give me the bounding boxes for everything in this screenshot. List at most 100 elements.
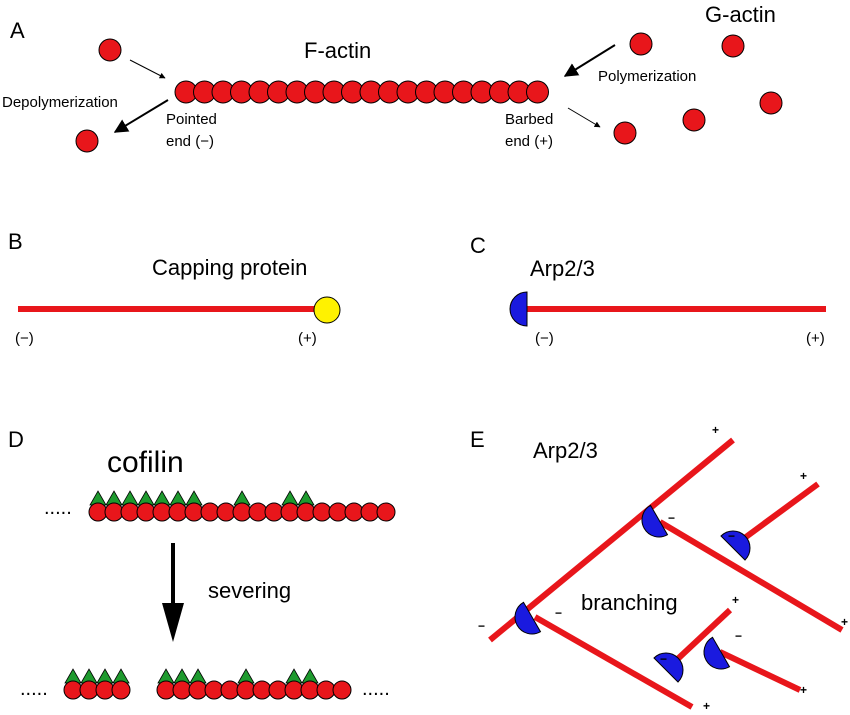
actin-subunit [200,502,220,522]
actin-subunit [168,502,188,522]
severing-label: severing [208,578,291,603]
actin-subunit [111,680,131,700]
panel-e: E Arp2/3 branching + − − − + − + + − − +… [470,423,848,713]
arp23-complex [514,601,542,635]
capping-protein [313,296,341,324]
minus-end-sign: − [478,619,485,633]
panel-e-letter: E [470,427,485,452]
actin-subunit [284,680,304,700]
actin-subunit [264,502,284,522]
plus-end-sign: + [800,469,807,483]
actin-subunit [268,680,288,700]
actin-subunit [152,502,172,522]
g-actin-monomer [613,121,637,145]
mother-filament [488,437,735,643]
actin-subunit [156,680,176,700]
panel-c: C Arp2/3 (−) (+) [470,233,826,347]
minus-end-sign: − [735,629,742,643]
actin-subunit [316,680,336,700]
severed-filament-left [63,668,131,700]
minus-end-sign: − [660,652,667,666]
actin-subunit [300,680,320,700]
plus-end-sign: + [732,593,739,607]
branching-label: branching [581,590,678,615]
severed-filament-right [156,668,352,700]
actin-subunit [236,680,256,700]
pointed-end-label: Pointed [166,111,217,128]
barbed-end-sign: end (+) [505,133,553,150]
minus-end-label: (−) [535,330,554,347]
actin-subunit [63,680,83,700]
actin-subunit [95,680,115,700]
arp23-complex [653,652,684,683]
panel-a: A F-actin G-actin Depolymerization Polym… [2,2,783,153]
actin-subunit [248,502,268,522]
g-actin-monomer [75,129,99,153]
actin-subunit [184,502,204,522]
plus-end-label: (+) [298,330,317,347]
actin-subunit [216,502,236,522]
minus-end-sign: − [728,529,735,543]
actin-subunit [232,502,252,522]
actin-subunit [204,680,224,700]
actin-subunit [104,502,124,522]
actin-subunit [88,502,108,522]
minus-end-sign: − [668,511,675,525]
panel-d: D cofilin ..... ..... severing ..... ...… [8,427,396,700]
barbed-end-label: Barbed [505,111,553,128]
actin-subunit [252,680,272,700]
actin-subunit [376,502,396,522]
f-actin-title: F-actin [304,38,371,63]
minus-end-label: (−) [15,330,34,347]
cofilin-title: cofilin [107,446,184,479]
branch-filament [718,649,802,693]
actin-subunit [79,680,99,700]
actin-subunit [312,502,332,522]
g-actin-monomer [721,34,745,58]
cofilin-decorated-filament [88,490,396,522]
actin-subunit [120,502,140,522]
branch-filament [733,481,820,548]
g-actin-monomer [682,108,706,132]
actin-subunit [328,502,348,522]
panel-b: B Capping protein (−) (+) [8,229,341,347]
panel-b-letter: B [8,229,23,254]
actin-subunit [220,680,240,700]
actin-subunit [136,502,156,522]
arp23-complex [720,530,751,561]
monomer-arrow [567,107,601,128]
plus-end-sign: + [841,615,848,629]
arp23-complex [641,504,669,538]
severing-arrow-head [162,603,184,642]
filament-continuation-dots: ..... [44,497,72,519]
branch-filament [533,614,694,710]
plus-end-sign: + [703,699,710,713]
pointed-end-sign: end (−) [166,133,214,150]
g-actin-monomer [98,38,122,62]
g-actin-monomer [759,91,783,115]
g-actin-monomer [629,32,653,56]
polymerization-arrow [563,44,616,77]
monomer-arrow [129,59,166,79]
panel-a-letter: A [10,18,25,43]
plus-end-sign: + [800,683,807,697]
panel-d-letter: D [8,427,24,452]
actin-subunit [332,680,352,700]
arp23-complex [703,636,731,670]
arp23-title: Arp2/3 [530,256,595,281]
f-actin-filament [174,80,549,104]
depolymerization-arrow [113,99,169,133]
actin-subunit [296,502,316,522]
depolymerization-label: Depolymerization [2,94,118,111]
g-actin-label: G-actin [705,2,776,27]
polymerization-label: Polymerization [598,68,696,85]
plus-end-sign: + [712,423,719,437]
actin-subunit [360,502,380,522]
capping-protein-title: Capping protein [152,255,307,280]
filament-continuation-dots: ..... [362,678,390,700]
actin-subunit [188,680,208,700]
arp23-title: Arp2/3 [533,438,598,463]
actin-subunit [344,502,364,522]
minus-end-sign: − [555,606,562,620]
